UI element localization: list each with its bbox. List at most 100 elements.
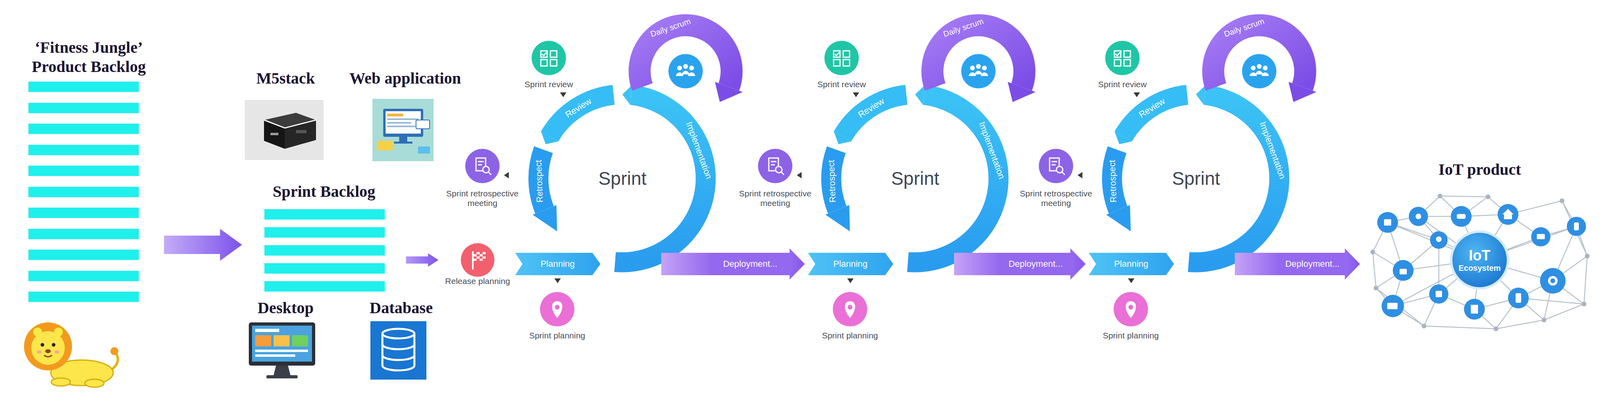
sprint-cycle-node: Sprint <box>821 84 1010 273</box>
shape-rect <box>372 98 434 162</box>
shape-rect <box>28 144 139 156</box>
pointer-marker <box>796 172 802 179</box>
scrum-label: Daily scrum <box>649 16 692 39</box>
shape-g <box>1384 208 1579 314</box>
shape-polygon <box>273 365 291 376</box>
shape-path <box>382 333 415 371</box>
icon-glyph <box>488 172 492 175</box>
backlog-panel: ‘Fitness Jungle’ Product Backlog <box>16 38 162 306</box>
shape-rect <box>1384 219 1392 226</box>
pointer-marker <box>852 92 860 98</box>
meeting-label: Sprint review <box>817 79 866 90</box>
shape-rect <box>273 335 290 347</box>
shape-rect <box>264 227 385 238</box>
icon-glyph <box>1056 166 1063 173</box>
shape-ellipse <box>51 378 71 386</box>
icon-glyph <box>689 65 694 71</box>
shape-circle <box>1381 294 1404 318</box>
shape-circle <box>1392 260 1414 281</box>
shape-g <box>1370 193 1590 332</box>
sprint-title: Sprint <box>1172 167 1220 190</box>
icon-glyph <box>540 50 548 58</box>
shape-circle <box>1508 287 1529 309</box>
icon-glyph <box>1051 161 1058 165</box>
shape-rect <box>266 375 298 379</box>
shape-rect <box>28 291 139 302</box>
icon-glyph <box>683 64 688 69</box>
sprint-cycle-node: Sprint <box>528 84 717 273</box>
arrow-label: Deployment... <box>1006 258 1065 270</box>
database-picture <box>370 321 427 380</box>
icon-glyph <box>682 70 690 75</box>
shape-rect <box>418 146 430 154</box>
arrow-label-holder: Deployment... <box>721 258 780 270</box>
meeting-label-holder: Sprint review <box>1098 79 1147 90</box>
phase-label: Retrospect <box>826 160 838 203</box>
review-arc <box>842 94 907 137</box>
device-label: M5stack <box>256 68 316 88</box>
section-heading: ‘Fitness Jungle’ Product Backlog <box>16 38 162 77</box>
shape-circle <box>1408 206 1428 226</box>
icon-glyph <box>781 172 784 175</box>
shape-rect <box>387 113 404 117</box>
shape-circle <box>1548 276 1558 286</box>
phase-label: Implementation <box>1258 120 1288 181</box>
shape-polyline <box>264 120 316 128</box>
meeting-label-holder: Sprint retrospective meeting <box>732 188 818 208</box>
shape-circle <box>31 331 65 365</box>
shape-rect <box>482 258 486 262</box>
sprint-planning-icon-disc <box>540 292 575 327</box>
phase-label-holder: Implementation <box>684 120 714 181</box>
phase-label: Implementation <box>977 120 1007 181</box>
icon-glyph <box>1262 65 1268 71</box>
shape-rect <box>28 81 139 92</box>
shape-rect <box>385 111 421 134</box>
shape-rect <box>1415 213 1422 220</box>
shape-circle <box>1550 278 1556 284</box>
shape-circle <box>1541 317 1547 323</box>
icon-glyph <box>775 166 782 173</box>
shape-rect <box>479 256 483 259</box>
sprint-cycle-node: Sprint <box>1102 84 1290 273</box>
shape-circle <box>1493 326 1499 332</box>
shape-rect <box>473 256 477 259</box>
scrum-label: Daily scrum <box>1223 16 1266 39</box>
planning-bar <box>1088 252 1174 276</box>
shape-rect <box>28 270 139 282</box>
device-label: Database <box>369 298 433 318</box>
icon-glyph <box>834 52 840 56</box>
phase-label-holder: Review <box>856 96 886 120</box>
pointer-marker <box>1128 278 1135 284</box>
icon-glyph <box>1261 72 1269 76</box>
shape-rect <box>264 245 385 256</box>
lion-mascot <box>24 322 119 388</box>
scrum-label-holder: Daily scrum <box>649 16 692 39</box>
daily-scrum-icon <box>1242 54 1277 89</box>
implementation-arc-tip <box>1196 84 1206 105</box>
icon-glyph <box>550 59 557 66</box>
sprint-review-icon <box>531 40 566 76</box>
pointer-marker <box>554 278 561 284</box>
shape-rect <box>244 100 324 160</box>
review-arc <box>549 94 614 137</box>
shape-rect <box>1536 234 1545 240</box>
icon-glyph <box>1114 59 1121 66</box>
review-arc-tip <box>1114 131 1132 145</box>
sprint-planning-icon <box>540 292 575 327</box>
phase-label: Planning <box>540 259 575 269</box>
icon-glyph <box>847 304 853 310</box>
phase-label-holder: Planning <box>833 259 868 269</box>
desktop-picture <box>248 322 316 379</box>
icon-glyph <box>1128 304 1134 310</box>
shape-rect <box>1399 268 1407 275</box>
icon-glyph <box>677 65 682 71</box>
web-application-picture <box>372 98 434 162</box>
scrum-label-holder: Daily scrum <box>1223 16 1266 39</box>
shape-rect <box>264 263 385 274</box>
icon-glyph <box>843 50 850 58</box>
shape-circle <box>1377 212 1398 233</box>
deployment-arrow <box>954 248 1086 280</box>
device-label-holder: M5stack <box>256 68 316 88</box>
shape-rect <box>28 228 139 240</box>
